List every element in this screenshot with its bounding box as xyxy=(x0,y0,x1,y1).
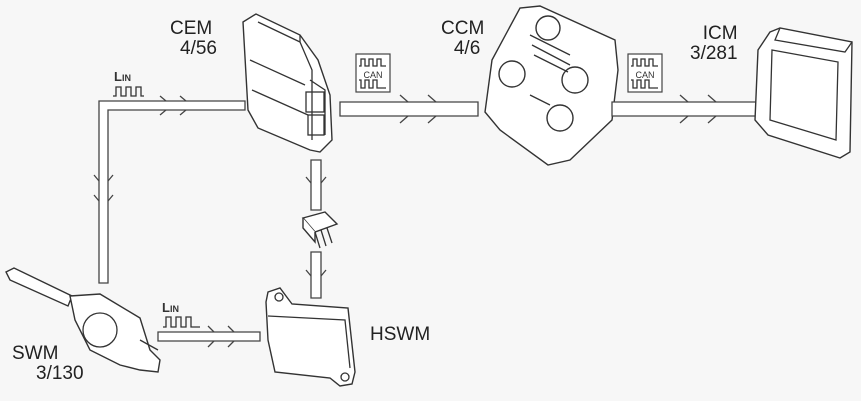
lin-icon-top: L IN xyxy=(113,69,144,97)
can-bus-ccm-icm xyxy=(611,94,759,124)
icm-name: ICM xyxy=(702,23,738,44)
ccm-module-icon xyxy=(484,5,619,166)
cem-code: 4/56 xyxy=(180,38,217,59)
swm-label: SWM 3/130 xyxy=(12,344,84,384)
svg-text:CAN: CAN xyxy=(635,70,654,80)
svg-text:IN: IN xyxy=(122,73,131,83)
hswm-name: HSWM xyxy=(370,324,431,345)
cem-label: CEM 4/56 xyxy=(170,19,217,59)
can-icon-1: CAN xyxy=(355,53,391,93)
lin-bus-bottom xyxy=(157,325,261,348)
swm-code: 3/130 xyxy=(36,363,84,384)
ccm-label: CCM 4/6 xyxy=(441,19,484,59)
hswm-module-icon xyxy=(265,287,356,387)
hswm-label: HSWM xyxy=(370,325,430,345)
lin-icon-bottom: L IN xyxy=(162,300,200,328)
can-icon-2: CAN xyxy=(627,53,663,93)
cem-name: CEM xyxy=(170,18,213,39)
connector-icon xyxy=(301,211,339,249)
icm-code: 3/281 xyxy=(690,43,738,64)
lin-bus-top xyxy=(93,95,246,284)
svg-text:CAN: CAN xyxy=(363,70,382,80)
icm-label: ICM 3/281 xyxy=(690,24,738,64)
swm-module-icon xyxy=(5,267,161,373)
swm-name: SWM xyxy=(12,343,59,364)
vertical-link-cem-hswm xyxy=(305,159,327,299)
svg-text:L: L xyxy=(114,69,122,84)
cem-module-icon xyxy=(242,13,333,153)
can-bus-cem-ccm xyxy=(339,94,479,124)
svg-text:L: L xyxy=(162,300,170,315)
ccm-name: CCM xyxy=(441,18,485,39)
ccm-code: 4/6 xyxy=(453,38,481,59)
svg-text:IN: IN xyxy=(170,304,179,314)
icm-module-icon xyxy=(754,27,853,159)
